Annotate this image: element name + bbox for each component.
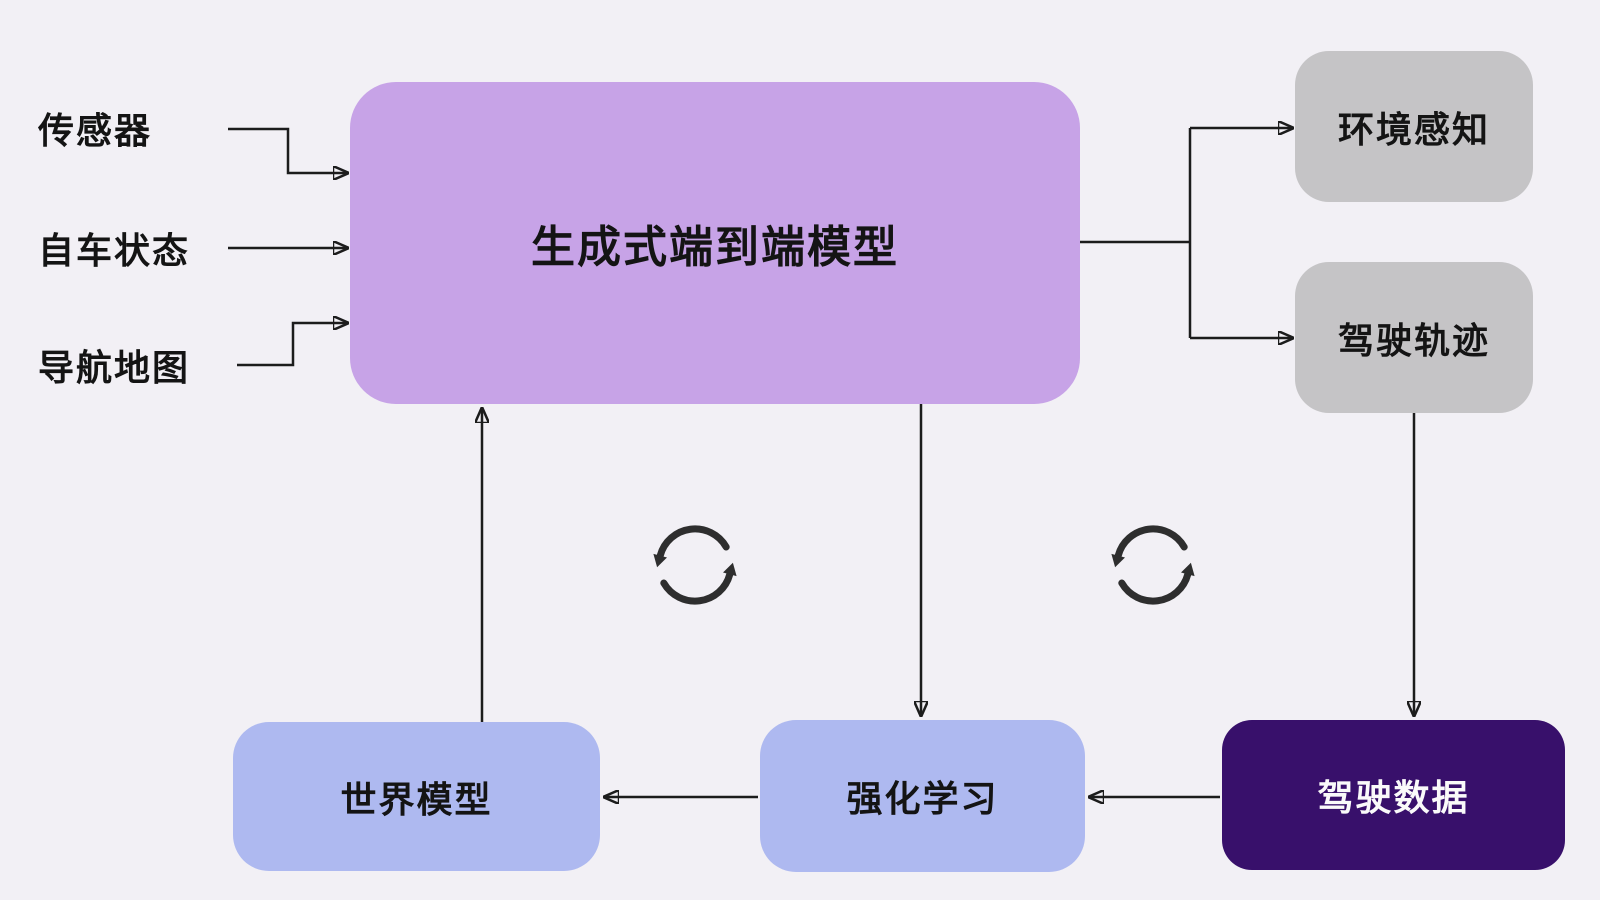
- node-driving-data-label: 驾驶数据: [1317, 777, 1470, 818]
- node-reinforcement-learning-label: 强化学习: [846, 778, 999, 819]
- input-label-sensor-text: 传感器: [38, 110, 153, 151]
- connector-model-to-outputs: [1080, 128, 1293, 338]
- cycle-arrows-icon: [653, 525, 737, 605]
- node-environment-perception: 环境感知: [1295, 51, 1533, 202]
- input-label-ego-state-text: 自车状态: [38, 230, 191, 271]
- arrow-navmap-to-model: [237, 323, 348, 367]
- input-label-sensor: 传感器: [38, 106, 152, 151]
- node-generative-e2e-model: 生成式端到端模型: [350, 82, 1080, 404]
- node-environment-perception-label: 环境感知: [1337, 108, 1490, 150]
- input-label-ego-state: 自车状态: [38, 226, 190, 271]
- cycle-arrows-icon: [1111, 525, 1195, 605]
- arrow-sensor-to-model: [228, 127, 348, 173]
- node-reinforcement-learning: 强化学习: [760, 720, 1085, 872]
- node-generative-e2e-model-label: 生成式端到端模型: [531, 223, 899, 272]
- node-driving-data: 驾驶数据: [1222, 720, 1565, 870]
- input-label-nav-map-text: 导航地图: [38, 347, 191, 388]
- node-driving-trajectory-label: 驾驶轨迹: [1337, 319, 1490, 361]
- node-driving-trajectory: 驾驶轨迹: [1295, 262, 1533, 413]
- node-world-model: 世界模型: [233, 722, 600, 871]
- node-world-model-label: 世界模型: [340, 778, 493, 820]
- input-label-nav-map: 导航地图: [38, 343, 190, 388]
